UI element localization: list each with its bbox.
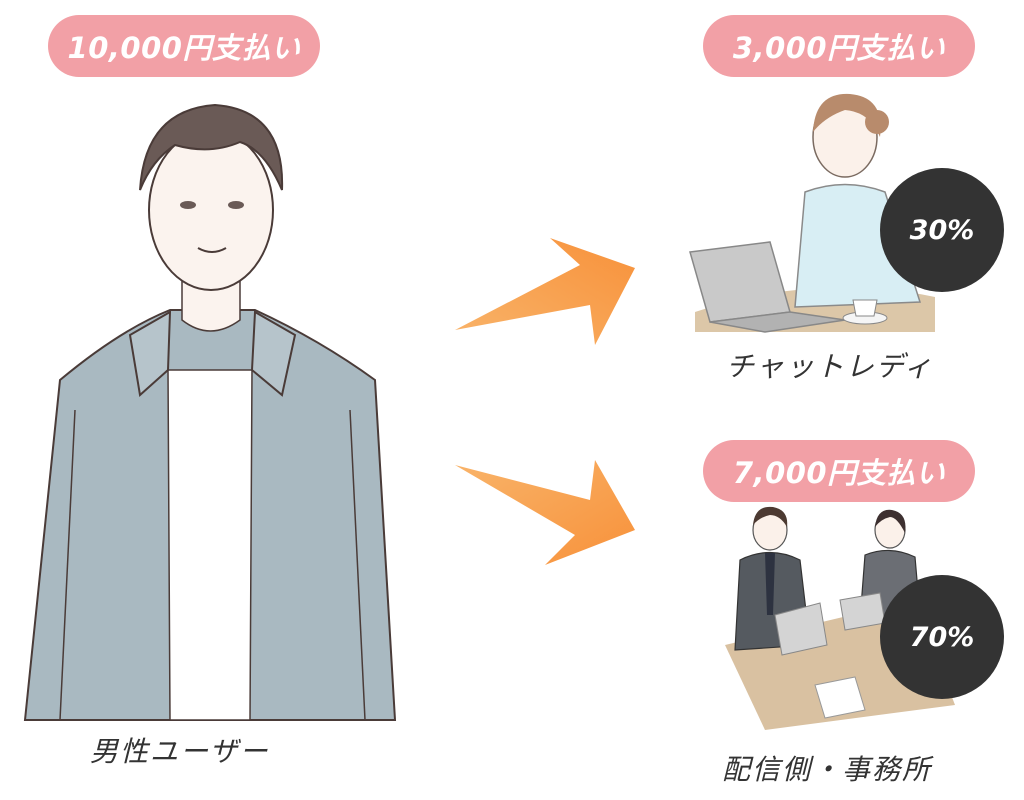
man-payment-pill: 10,000円支払い xyxy=(48,15,320,77)
agency-caption: 配信側・事務所 xyxy=(722,753,933,786)
man-caption: 男性ユーザー xyxy=(90,735,270,768)
chat-lady-payment-pill: 3,000円支払い xyxy=(703,15,975,77)
chat-lady-share-badge: 30% xyxy=(880,168,1004,292)
arrow-to-agency-icon xyxy=(455,460,635,565)
male-user-illustration xyxy=(23,103,397,721)
arrow-to-chat-lady-icon xyxy=(455,238,635,345)
chat-lady-caption: チャットレディ xyxy=(726,350,934,383)
agency-payment-pill: 7,000円支払い xyxy=(703,440,975,502)
agency-illustration xyxy=(725,506,955,730)
agency-share-badge: 70% xyxy=(880,575,1004,699)
chat-lady-illustration xyxy=(689,93,935,333)
